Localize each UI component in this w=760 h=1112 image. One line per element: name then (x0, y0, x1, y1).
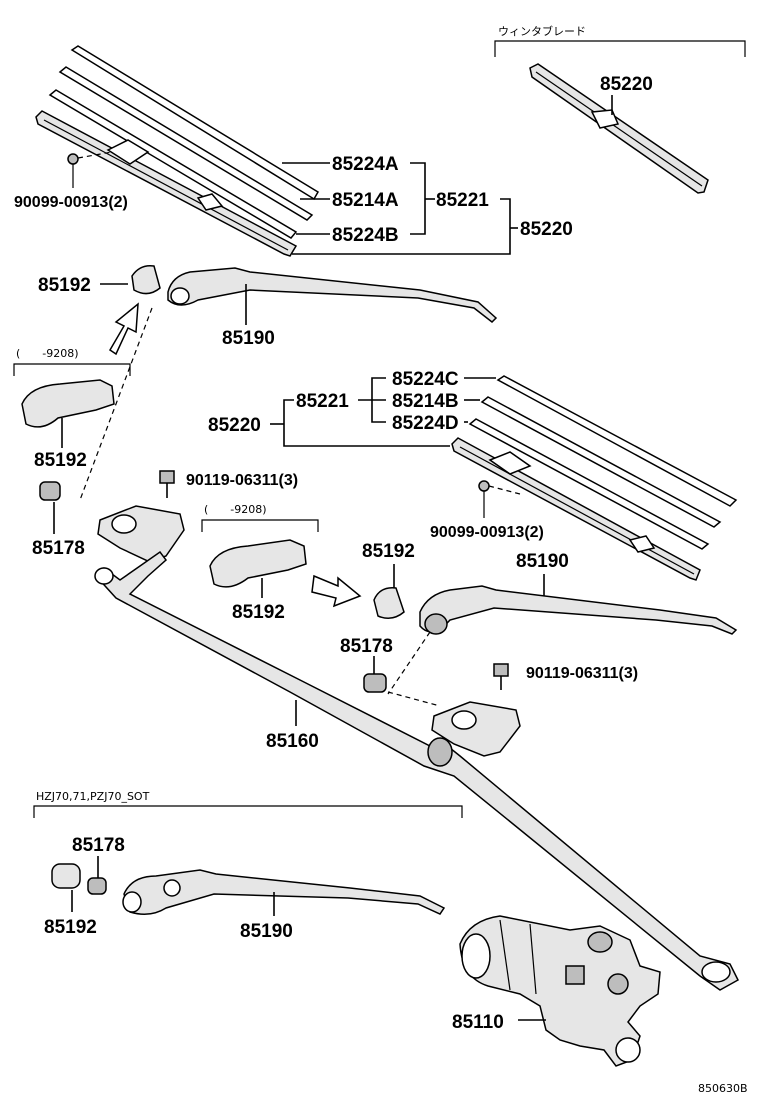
mid-blade-group: 90099-00913(2) 85224C 85214B 85224D 8522… (208, 369, 738, 581)
refill-d-label: 85224D (392, 413, 459, 434)
bolt-top-label: 90119-06311(3) (186, 472, 298, 489)
bolt-mid-part (493, 663, 509, 677)
pivot-bracket-top (97, 505, 185, 563)
cap-top-label: 85192 (38, 275, 91, 296)
motor-group: 85110 (452, 915, 661, 1067)
arm-mid-part (419, 585, 738, 635)
clip-top-label: 90099-00913(2) (14, 194, 128, 211)
note-mid-label: ( -9208) (204, 503, 267, 516)
winter-blade-caption: ウィンタブレード (498, 24, 586, 38)
top-arm-group: 85192 85190 (38, 264, 498, 356)
note-top-label: ( -9208) (16, 347, 79, 360)
refill-c-label: 85224C (392, 369, 459, 390)
cap-rear-part (51, 863, 81, 889)
right-arrow-icon (311, 574, 362, 608)
arm-rear-label: 85190 (240, 921, 293, 942)
arm-top-label: 85190 (222, 328, 275, 349)
refill-a-label: 85224A (332, 154, 399, 175)
clip-mid-part (478, 480, 490, 492)
pivot-cap-rear-part (87, 877, 107, 895)
arm-rear-part (123, 869, 446, 915)
figure-code: 850630B (698, 1082, 748, 1095)
cap-variant-mid-part (209, 539, 307, 588)
cap-variant-top-part (21, 379, 115, 428)
backing-b-label: 85214B (392, 391, 459, 412)
pivot-cap-mid-part (363, 673, 387, 693)
top-blade-group: 85224A 85214A 85224B 85221 85220 90099-0… (14, 45, 573, 257)
pivot-cap-top-part (39, 481, 61, 501)
up-arrow-icon (108, 302, 139, 356)
refill-a-part (70, 45, 320, 201)
winter-blade-group: ウィンタブレード 85220 (494, 24, 746, 194)
refill-b-label: 85224B (332, 225, 399, 246)
mid-arm-group: 85192 85190 (362, 541, 738, 635)
backing-a-part (58, 66, 314, 221)
refill-d-part (468, 418, 710, 550)
clip-top-part (67, 153, 79, 165)
cap-top-part (131, 264, 161, 295)
blade-sub-mid-label: 85221 (296, 391, 349, 412)
bolt-mid-label: 90119-06311(3) (526, 665, 638, 682)
link-label: 85160 (266, 731, 319, 752)
backing-b-part (480, 396, 722, 528)
clip-mid-label: 90099-00913(2) (430, 524, 544, 541)
arm-mid-label: 85190 (516, 551, 569, 572)
pivot-mid-group: 85178 90119-06311(3) (340, 631, 638, 757)
bolt-top-part (159, 470, 175, 484)
cap-variant-top-group: ( -9208) 85192 (13, 307, 153, 501)
link-rod-group: 85160 (94, 550, 739, 991)
pivot-top-group: 85178 90119-06311(3) (32, 470, 298, 563)
motor-label: 85110 (452, 1012, 504, 1033)
cap-variant-mid-group: ( -9208) 85192 (201, 503, 362, 623)
blade-top-label: 85220 (520, 219, 573, 240)
winter-blade-label: 85220 (600, 74, 653, 95)
cap-mid-part (373, 587, 405, 619)
model-note-label: HZJ70,71,PZJ70_SOT (36, 790, 150, 803)
mid-blade-frame (451, 437, 701, 581)
refill-b-part (48, 89, 298, 239)
cap-rear-label: 85192 (44, 917, 97, 938)
cap-variant-mid-label: 85192 (232, 602, 285, 623)
pivot-cap-rear-label: 85178 (72, 835, 125, 856)
backing-a-label: 85214A (332, 190, 399, 211)
pivot-cap-top-label: 85178 (32, 538, 85, 559)
cap-variant-top-label: 85192 (34, 450, 87, 471)
rear-arm-group: HZJ70,71,PZJ70_SOT 85178 85192 85190 (33, 790, 463, 942)
refill-c-part (496, 375, 738, 507)
blade-sub-top-label: 85221 (436, 190, 489, 211)
blade-mid-label: 85220 (208, 415, 261, 436)
cap-mid-label: 85192 (362, 541, 415, 562)
pivot-cap-mid-label: 85178 (340, 636, 393, 657)
arm-top-part (167, 267, 498, 323)
